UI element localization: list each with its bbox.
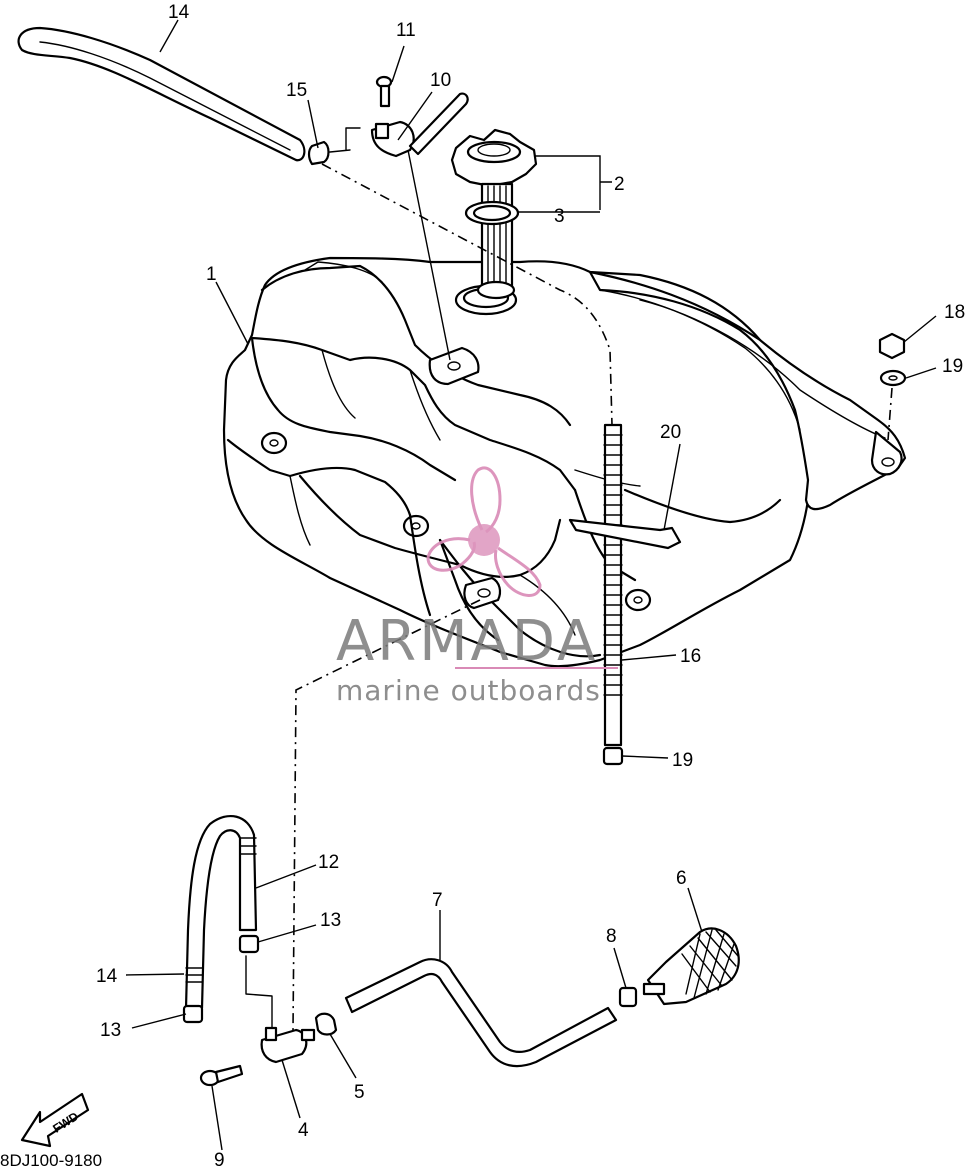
callout-7: 7 [432, 890, 443, 911]
leader-8 [613, 947, 627, 989]
leader-13-lower [131, 1013, 187, 1029]
plug-18 [602, 746, 624, 766]
callout-13-lower: 13 [100, 1020, 121, 1041]
leader-9 [211, 1085, 223, 1151]
leader-4 [281, 1059, 301, 1119]
propeller-logo [426, 466, 542, 597]
leader-16 [621, 654, 677, 661]
screw-9 [199, 1064, 244, 1087]
callout-9: 9 [214, 1150, 225, 1169]
callout-labels: 14 11 15 10 2 3 1 18 19 20 16 19 12 6 7 … [96, 2, 965, 1169]
callout-19: 18 [944, 302, 965, 323]
callout-12: 12 [318, 852, 339, 873]
joint-5 [314, 1012, 338, 1036]
callout-1: 1 [206, 264, 217, 285]
callout-13-upper: 13 [320, 910, 341, 931]
callout-18: 19 [672, 750, 693, 771]
leader-10 [397, 91, 433, 141]
vent-hose-15 [17, 26, 306, 162]
band-21 [568, 518, 682, 550]
fuel-tank [222, 256, 907, 668]
nut-19 [878, 332, 906, 360]
callout-8: 8 [606, 926, 617, 947]
drawing-code: 8DJ100-9180 [0, 1151, 102, 1169]
leader-17 [307, 99, 319, 149]
callout-21: 20 [660, 422, 681, 443]
clamp-13-upper [238, 934, 260, 954]
callout-2: 2 [614, 174, 625, 195]
vent-valve-10 [329, 92, 469, 158]
leader-5 [329, 1033, 357, 1079]
hose-12-connector [245, 955, 273, 1031]
leader-21 [663, 443, 681, 531]
fwd-arrow: FWD [20, 1092, 90, 1148]
armada-watermark: ARMADA marine outboards [336, 466, 618, 707]
clamp-17 [307, 140, 330, 166]
callout-14: 14 [96, 966, 118, 987]
callout-10: 10 [430, 70, 451, 91]
callout-11: 11 [396, 20, 416, 41]
callout-6: 6 [676, 868, 687, 889]
leader-19 [903, 315, 937, 343]
callout-16: 16 [680, 646, 701, 667]
leader-20 [905, 367, 937, 379]
leader-14 [125, 973, 185, 976]
screw-11 [375, 75, 393, 108]
fuel-cock-4 [260, 1026, 316, 1064]
fuel-hose-14-12 [184, 815, 258, 1010]
drain-hose-16 [603, 423, 623, 747]
washer-20 [879, 369, 907, 387]
leader-vent-pad [407, 149, 451, 361]
callout-20: 19 [942, 356, 963, 377]
fuel-hose-7 [344, 958, 618, 1068]
vent-route-line [321, 163, 613, 426]
leader-12 [255, 864, 317, 889]
callout-5: 5 [354, 1082, 365, 1103]
fuel-filter-6 [642, 927, 740, 1006]
leader-1 [215, 281, 249, 345]
mount-route-line [887, 387, 893, 441]
leader-15 [159, 19, 179, 53]
callout-15: 14 [168, 2, 190, 23]
fuel-route-line [292, 599, 481, 1031]
callout-17: 15 [286, 80, 307, 101]
callout-4: 4 [298, 1120, 309, 1141]
watermark-subtitle: marine outboards [336, 674, 601, 707]
cap-gasket [464, 200, 520, 226]
leader-2 [534, 155, 612, 210]
watermark-title: ARMADA [336, 609, 598, 674]
clamp-13-lower [182, 1004, 204, 1024]
leader-11 [391, 45, 405, 83]
callout-3: 3 [554, 206, 565, 227]
leader-18 [621, 755, 669, 759]
leader-13-upper [257, 924, 317, 943]
clamp-8 [618, 986, 638, 1008]
leader-6 [687, 887, 703, 933]
